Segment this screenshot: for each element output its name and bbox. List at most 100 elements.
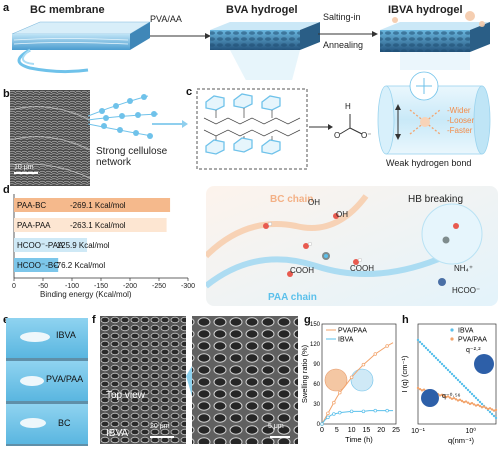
h-point-ibva-39 bbox=[494, 416, 498, 420]
faster-label: -Faster bbox=[447, 126, 473, 135]
h-point-ibva-30 bbox=[476, 398, 480, 402]
h-point-ibva-25 bbox=[466, 388, 470, 392]
h-point-pva-21 bbox=[458, 398, 462, 402]
h-point-pva-19 bbox=[454, 398, 458, 401]
g-point-1-0 bbox=[320, 422, 324, 426]
h-inset-sphere-2 bbox=[421, 389, 439, 407]
g-ytick-4: 120 bbox=[310, 342, 321, 348]
h-point-pva-39 bbox=[494, 408, 498, 412]
arrow-to-formate bbox=[309, 124, 333, 130]
bar-xtick-label-6: -300 bbox=[181, 283, 195, 290]
g-ytick-1: 30 bbox=[313, 402, 320, 408]
g-legend-text-0: PVA/PAA bbox=[338, 328, 367, 335]
h-point-ibva-12 bbox=[440, 362, 444, 366]
oh-label-2: OH bbox=[336, 210, 348, 219]
panel-label-b: b bbox=[3, 88, 10, 100]
sample-strip-3 bbox=[20, 418, 46, 428]
h-point-pva-14 bbox=[444, 395, 448, 399]
g-ytick-0: 0 bbox=[317, 422, 321, 428]
h-point-ibva-27 bbox=[470, 392, 474, 396]
bar-2 bbox=[14, 238, 88, 252]
bar-xtick-label-0: 0 bbox=[12, 283, 16, 290]
h-point-ibva-15 bbox=[446, 368, 450, 372]
g-point-1-6 bbox=[338, 410, 342, 415]
bar-label-1: PAA-PAA bbox=[17, 221, 51, 230]
photo-pva-paa bbox=[6, 361, 88, 401]
g-point-0-8 bbox=[349, 375, 354, 380]
h-point-ibva-18 bbox=[452, 374, 456, 378]
hcoo-label: HCOO⁻ bbox=[452, 286, 481, 295]
g-ylabel: Swelling ratio (%) bbox=[300, 344, 309, 403]
formate-om: O⁻ bbox=[361, 131, 372, 140]
h-point-ibva-0 bbox=[416, 338, 420, 342]
md-simulation-scene bbox=[206, 186, 498, 306]
hb-breaking-label: HB breaking bbox=[408, 194, 464, 205]
h-point-ibva-23 bbox=[462, 384, 466, 388]
arrow-head-2 bbox=[372, 31, 378, 37]
fiber-strand bbox=[17, 48, 89, 74]
formate-ion bbox=[339, 114, 363, 135]
hb-breaking-bubble bbox=[421, 203, 483, 265]
h-point-pva-26 bbox=[468, 402, 472, 406]
g-legend-text-1: IBVA bbox=[338, 337, 354, 344]
bva-hydrogel-slab bbox=[210, 22, 320, 50]
bar-label-3: HCOO⁻-BC bbox=[17, 261, 59, 270]
h-point-ibva-26 bbox=[468, 390, 472, 394]
h-point-ibva-5 bbox=[426, 348, 430, 352]
bc-chain-label: BC chain bbox=[270, 194, 314, 205]
h-xlabel: q(nm⁻¹) bbox=[448, 436, 475, 445]
photo-panel-e: IBVA PVA/PAA BC bbox=[6, 318, 88, 446]
bar-xlabel: Binding energy (Kcal/mol) bbox=[40, 290, 132, 299]
h-point-pva-17 bbox=[450, 397, 454, 400]
cooh-label-2: COOH bbox=[350, 264, 374, 273]
h-legend-marker-0 bbox=[450, 328, 454, 332]
g-point-0-2 bbox=[326, 411, 330, 416]
annealing-label: Annealing bbox=[323, 40, 364, 50]
h-point-pva-32 bbox=[480, 406, 484, 409]
h-ylabel: I (q) (cm⁻¹) bbox=[400, 355, 409, 392]
bar-xtick-label-3: -150 bbox=[94, 283, 108, 290]
h-point-ibva-4 bbox=[424, 346, 428, 350]
g-xtick-2: 10 bbox=[348, 427, 356, 434]
panel-label-d: d bbox=[3, 184, 10, 196]
formate-h: H bbox=[345, 102, 351, 111]
bar-label-0: PAA-BC bbox=[17, 201, 46, 210]
scale-bar-f1 bbox=[150, 436, 174, 438]
bar-xtick-label-4: -200 bbox=[123, 283, 137, 290]
h-point-ibva-28 bbox=[472, 394, 476, 398]
h-point-pva-38 bbox=[492, 409, 496, 412]
h-point-pva-2 bbox=[420, 389, 424, 392]
scale-text-f1: 20 μm bbox=[150, 423, 170, 430]
bar-0 bbox=[14, 198, 171, 212]
h-point-pva-28 bbox=[472, 403, 476, 406]
g-inset-pva bbox=[324, 368, 348, 392]
h-point-ibva-19 bbox=[454, 376, 458, 380]
h-point-pva-22 bbox=[460, 399, 464, 403]
g-point-1-14 bbox=[385, 408, 389, 413]
h-xtick-0: 10⁻¹ bbox=[411, 428, 425, 435]
h-point-ibva-22 bbox=[460, 382, 464, 386]
sem-f-left bbox=[100, 316, 186, 444]
h-point-pva-36 bbox=[488, 407, 492, 410]
h-point-pva-16 bbox=[448, 396, 452, 399]
zoom-marker-f bbox=[186, 366, 192, 396]
h-point-pva-3 bbox=[422, 388, 426, 391]
h-point-pva-34 bbox=[484, 406, 488, 409]
g-xtick-5: 25 bbox=[392, 427, 400, 434]
sem-images-f bbox=[100, 316, 298, 444]
h-point-ibva-29 bbox=[474, 396, 478, 400]
bar-xtick-label-1: -50 bbox=[38, 283, 48, 290]
oh-label-1: OH bbox=[308, 198, 320, 207]
h-point-pva-13 bbox=[442, 394, 446, 398]
h-point-pva-25 bbox=[466, 401, 470, 404]
g-plot-frame bbox=[321, 323, 397, 425]
label-e-ibva: IBVA bbox=[56, 330, 76, 340]
h-inset-sphere-1 bbox=[474, 354, 494, 374]
g-point-1-10 bbox=[361, 409, 366, 414]
g-point-0-10 bbox=[361, 362, 366, 367]
h-point-ibva-6 bbox=[428, 350, 432, 354]
h-point-ibva-21 bbox=[458, 380, 462, 384]
h-point-ibva-38 bbox=[492, 414, 496, 418]
h-point-ibva-3 bbox=[422, 344, 426, 348]
